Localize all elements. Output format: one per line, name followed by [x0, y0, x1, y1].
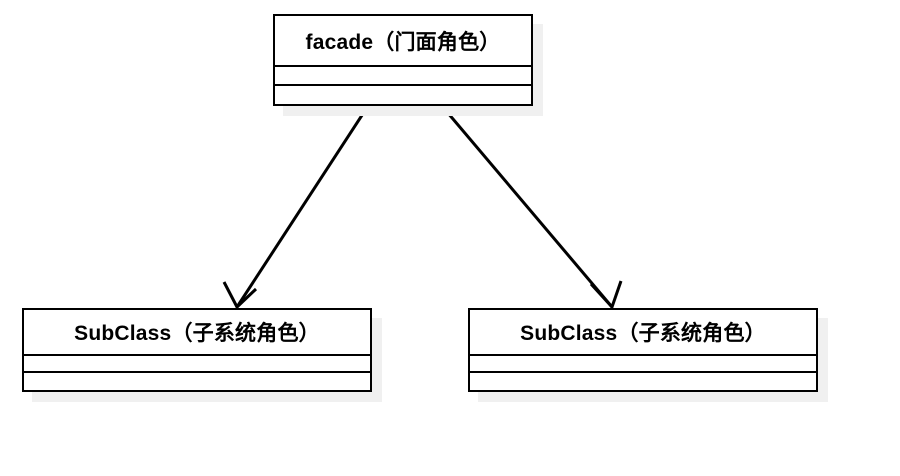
connector-line-left	[235, 105, 370, 308]
subclass-right-class-box[interactable]: SubClass（子系统角色）	[468, 308, 818, 392]
connector-line-right	[440, 105, 614, 308]
subclass-right-attributes-compartment	[470, 356, 816, 374]
subclass-left-class-title: SubClass（子系统角色）	[24, 310, 370, 357]
connector-facade-to-subclass-left[interactable]	[222, 105, 370, 310]
subclass-left-attributes-compartment	[24, 356, 370, 374]
subclass-right-operations-compartment	[470, 373, 816, 390]
connector-facade-to-subclass-right[interactable]	[440, 105, 623, 310]
facade-operations-compartment	[275, 86, 531, 104]
subclass-right-class-title: SubClass（子系统角色）	[470, 310, 816, 357]
facade-class-box[interactable]: facade（门面角色）	[273, 14, 533, 106]
subclass-left-class-box[interactable]: SubClass（子系统角色）	[22, 308, 372, 392]
subclass-left-operations-compartment	[24, 373, 370, 390]
facade-class-title: facade（门面角色）	[275, 16, 531, 68]
facade-attributes-compartment	[275, 67, 531, 86]
open-arrowhead-right	[589, 280, 623, 310]
open-arrowhead-left	[222, 281, 258, 310]
